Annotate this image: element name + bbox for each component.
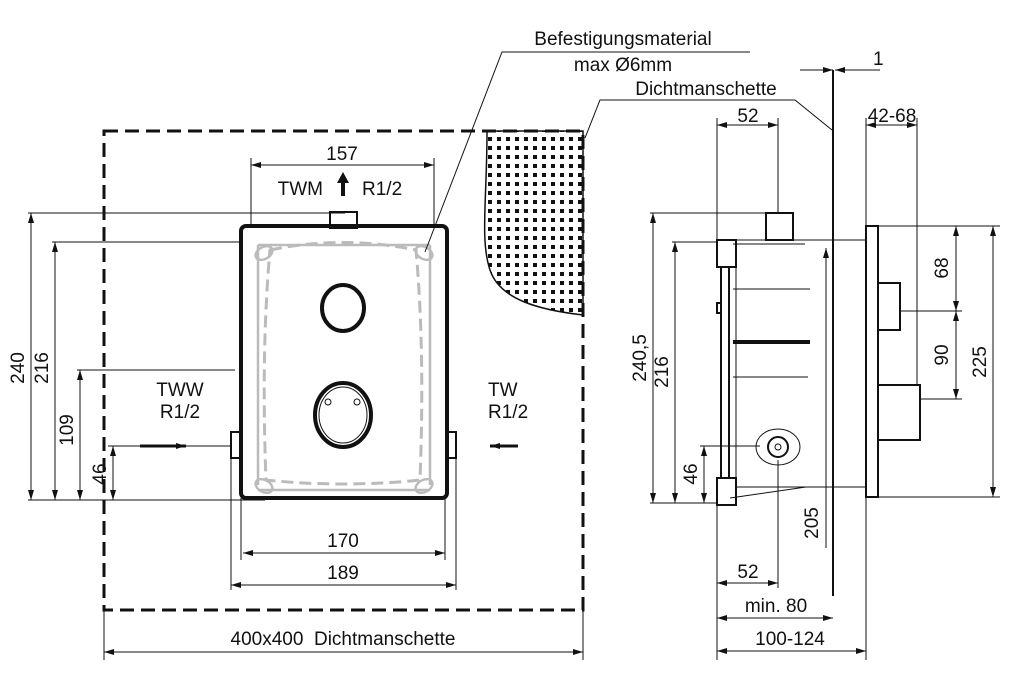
- callouts: Befestigungsmaterial max Ø6mm Dichtmansc…: [424, 29, 833, 253]
- dim-90: 90: [932, 344, 953, 365]
- lower-valve-inner: [318, 386, 368, 444]
- dim-52-top: 52: [737, 106, 758, 127]
- dim-109: 109: [57, 414, 78, 446]
- front-view: 157 TWM R1/2 240 216 109 46 TWW R1/2 TW …: [8, 129, 585, 660]
- side-valve-center: [767, 436, 789, 458]
- dim-170: 170: [327, 531, 359, 552]
- fixing-hole-br: [414, 477, 434, 495]
- tw-label: TW: [488, 380, 518, 401]
- dim-68: 68: [932, 257, 953, 278]
- dim-52-bottom: 52: [737, 562, 758, 583]
- seal-hatched-area: [483, 130, 584, 316]
- dim-205: 205: [802, 507, 823, 539]
- seal-leader-line: [584, 99, 833, 139]
- dim-46: 46: [90, 463, 111, 484]
- tw-thread: R1/2: [488, 402, 528, 423]
- side-bracket-bottom: [716, 477, 737, 506]
- dim-216: 216: [32, 352, 53, 384]
- dim-100-124: 100-124: [755, 629, 825, 650]
- side-upper-spindle: [877, 282, 901, 331]
- twm-thread: R1/2: [362, 179, 402, 200]
- dim-46-side: 46: [681, 463, 702, 484]
- side-clip: [716, 302, 722, 314]
- fixing-material-label: Befestigungsmaterial: [534, 29, 711, 50]
- fixing-hole-bl: [254, 477, 274, 495]
- dim-240: 240: [8, 352, 29, 384]
- fixing-size-label: max Ø6mm: [574, 55, 672, 76]
- fixing-leader-line: [424, 51, 750, 253]
- twm-label: TWM: [278, 179, 323, 200]
- side-valve-dot: [774, 443, 782, 451]
- upper-valve-opening: [320, 283, 366, 333]
- housing-body: [239, 224, 449, 500]
- lower-valve-ring: [313, 381, 373, 449]
- dim-42-68: 42-68: [868, 106, 917, 127]
- dim-225: 225: [970, 346, 991, 378]
- inner-frame: [256, 243, 432, 492]
- arrow-up-icon: [337, 172, 349, 196]
- valve-pin-right: [353, 398, 361, 406]
- fixing-hole-tl: [254, 244, 274, 262]
- tww-thread: R1/2: [160, 402, 200, 423]
- tww-label: TWW: [156, 380, 204, 401]
- side-lower-spindle: [877, 384, 921, 441]
- seal-size-label: 400x400 Dichtmanschette: [231, 629, 456, 650]
- side-rail: [720, 266, 730, 479]
- dim-216-side: 216: [652, 356, 673, 388]
- dim-min-80: min. 80: [745, 596, 807, 617]
- valve-pin-left: [324, 398, 332, 406]
- dim-189: 189: [327, 563, 359, 584]
- dim-157: 157: [326, 144, 358, 165]
- dim-1: 1: [873, 49, 884, 70]
- side-housing-body: [735, 239, 867, 488]
- side-view: 1 52 42-68 240,5 216 46 205 68 90: [630, 49, 1000, 660]
- side-mounting-plate: [865, 225, 879, 498]
- seal-callout-label: Dichtmanschette: [635, 79, 777, 100]
- dim-240-5: 240,5: [630, 334, 651, 382]
- side-top-outlet: [765, 212, 794, 241]
